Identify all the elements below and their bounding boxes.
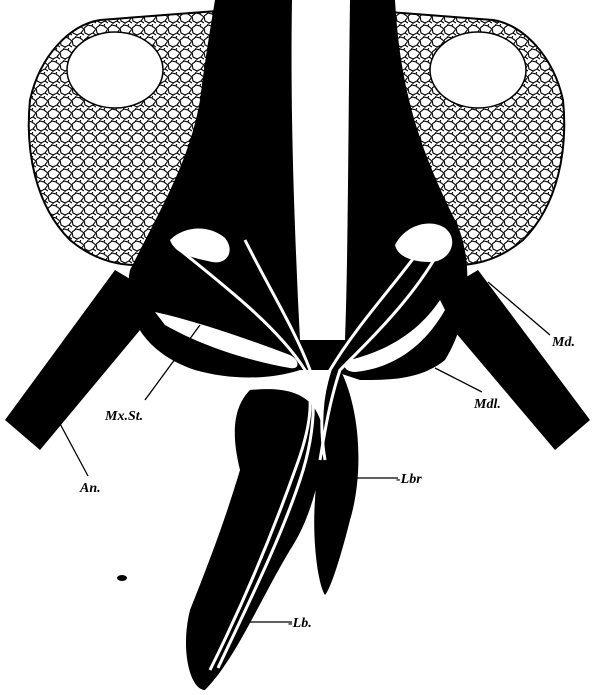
label-maxillary-stylet: Mx.St. (104, 409, 143, 424)
labium (186, 389, 325, 690)
right-eye-clear-area (430, 32, 526, 108)
label-mandible: Md. (551, 335, 575, 350)
food-canal (318, 300, 322, 340)
label-mandible-lever: Mdl. (473, 397, 501, 412)
speck (117, 575, 127, 581)
label-labium: -Lb. (288, 616, 312, 631)
left-eye-clear-area (67, 32, 163, 108)
label-labrum: -Lbr (396, 472, 422, 487)
label-antenna: An. (79, 481, 101, 496)
